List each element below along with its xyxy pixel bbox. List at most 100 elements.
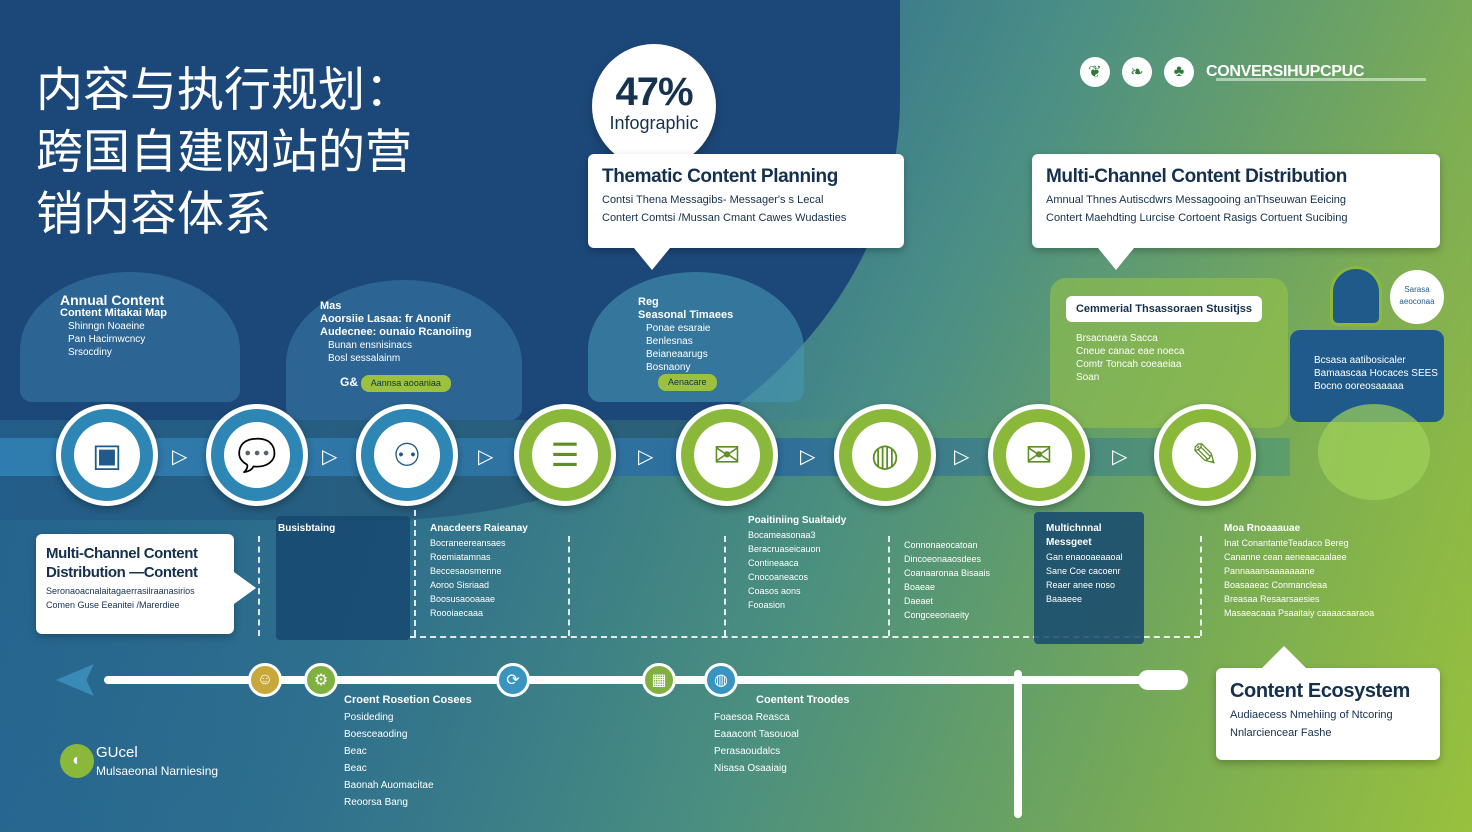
timeline-node-8[interactable]: ✎ (1154, 404, 1256, 506)
main-title: 内容与执行规划： 跨国自建网站的营 销内容体系 (36, 60, 496, 246)
arrow-right-icon: ▷ (954, 446, 970, 468)
right-panel-item: Bcsasa aatibosicaler (1314, 355, 1406, 366)
audience-tag: G& (340, 375, 358, 389)
globe-hands-icon (1318, 404, 1430, 500)
lower-column-dark (1034, 512, 1144, 644)
multichannel-distribution-card: Multi-Channel Content Distribution Amnua… (1032, 154, 1440, 270)
timeline-node-4[interactable]: ☰ (514, 404, 616, 506)
lower-col-6-item: Masaeacaaa Psaaitaiy caaaacaaraoa (1224, 608, 1375, 618)
message-icon: ✉ (694, 422, 760, 488)
multichannel-left-line: Seronaoacnalaitagaerrasilraanasirios (46, 586, 195, 596)
annual-item: Shinngn Noaeine (68, 321, 145, 332)
timeline-node-5[interactable]: ✉ (676, 404, 778, 506)
lower-col-5-item: Sane Coe cacoenr (1046, 566, 1121, 576)
dashed-baseline (410, 636, 1200, 638)
lower-col-2-item: Bocraneereansaes (430, 538, 506, 548)
lower-col-4-item: Boaeae (904, 582, 936, 592)
lower-col-2-title: Anacdeers Raieanay (430, 523, 528, 534)
dashed-connector (1200, 536, 1202, 636)
sprout-icon: ♣ (1164, 57, 1194, 87)
arrow-right-icon: ▷ (1112, 446, 1128, 468)
arrow-right-icon: ▷ (322, 446, 338, 468)
conversion-tag: Cemmerial Thsassoraen Stusitjss (1066, 296, 1262, 322)
stat-bubble: 47% Infographic (592, 44, 716, 168)
thematic-card-line: Contsi Thena Messagibs- Messager's s Lec… (602, 194, 824, 206)
network-icon[interactable]: ⚙ (304, 663, 338, 697)
lower-col-6-item: Breasaa Resaarsaesies (1224, 594, 1320, 604)
chat-icon[interactable]: ☺ (248, 663, 282, 697)
stat-label: Infographic (609, 113, 699, 133)
timeline-node-7[interactable]: ✉ (988, 404, 1090, 506)
edit-icon: ✎ (1172, 422, 1238, 488)
stat-value: 47% (615, 70, 693, 114)
bottom-col-a-item: Posideding (344, 712, 394, 723)
globe-icon[interactable]: ◍ (704, 663, 738, 697)
multichannel-left-line: Comen Guse Eeanitei /Marerdiee (46, 600, 180, 610)
timeline-node-1[interactable]: ▣ (56, 404, 158, 506)
audience-subtitle-2: Audecnee: ounaio Rcanoiing (320, 326, 472, 338)
multichannel-left-title: Multi-Channel Content (46, 545, 198, 562)
conversion-item: Brsacnaera Sacca (1076, 333, 1158, 344)
brand-logo-text: CONVERSIHUPCPUC (1206, 63, 1365, 80)
audience-title: Mas (320, 300, 342, 312)
conversion-item: Soan (1076, 372, 1100, 383)
profile-badge: Sarasa aeoconaa (1390, 270, 1444, 324)
annual-content-subtitle: Content Mitakai Map (60, 307, 167, 319)
thematic-card-line: Contert Comtsi /Mussan Cmant Cawes Wudas… (602, 212, 847, 224)
lower-column-dark (276, 516, 410, 640)
lower-col-3-title: Poaitiniing Suaitaidy (748, 515, 847, 526)
timeline-node-3[interactable]: ⚇ (356, 404, 458, 506)
annual-content-cloud: Annual Content Content Mitakai Map Shinn… (20, 272, 240, 402)
globe-icon: ◍ (852, 422, 918, 488)
arrow-right-icon: ▷ (172, 446, 188, 468)
lower-col-3-item: Coasos aons (748, 586, 801, 596)
campaign-title: Reg (638, 296, 659, 308)
right-panel-item: Bocno ooreosaaaaa (1314, 381, 1404, 392)
lower-col-6-item: Pannaaansaaaaaaane (1224, 566, 1315, 576)
global-label: GUcel Mulsaeonal Narniesing (96, 744, 218, 780)
content-ecosystem-card: Content Ecosystem Audiaecess Nmehiing of… (1216, 646, 1440, 760)
global-label-line-2: Mulsaeonal Narniesing (96, 764, 219, 778)
campaign-item: Beianeaarugs (646, 349, 708, 360)
lower-col-3-item: Fooasion (748, 600, 786, 610)
cube-icon: ▣ (74, 422, 140, 488)
lower-col-3: Poaitiniing Suaitaidy Bocameasonaa3 Bera… (748, 514, 846, 612)
dashed-connector (724, 536, 726, 636)
ecosystem-card-line: Nnlarciencear Fashe (1230, 727, 1332, 739)
lower-col-2-item: Boosusaooaaae (430, 594, 496, 604)
timeline-node-2[interactable]: 💬 (206, 404, 308, 506)
bottom-col-b: Coentent Troodes Foaesoa Reasca Eaaacont… (714, 692, 850, 777)
main-title-line-3: 销内容体系 (36, 187, 271, 242)
people-group-icon: ⚇ (374, 422, 440, 488)
lower-col-5-item: Gan enaooaeaaoal (1046, 552, 1123, 562)
dashed-connector (568, 536, 570, 636)
bottom-col-a-item: Beac (344, 763, 367, 774)
share-icon[interactable]: ⟳ (496, 663, 530, 697)
lower-col-3-item: Contineaaca (748, 558, 799, 568)
lower-col-4-item: Coanaaronaa Bisaais (904, 568, 991, 578)
lower-col-6-title: Moa Rnoaaauae (1224, 523, 1301, 534)
multichannel-card-line: Contert Maehdting Lurcise Cortoent Rasig… (1046, 212, 1348, 224)
lower-col-6-item: Boasaaeac Conmancleaa (1224, 580, 1328, 590)
rail-end-cap (1138, 670, 1188, 690)
lower-col-2: Anacdeers Raieanay Bocraneereansaes Roem… (430, 522, 528, 620)
lower-col-5-title: Multichnnal Messgeet (1046, 523, 1102, 548)
lower-col-4-item: Connonaeocatoan (904, 540, 978, 550)
image-icon[interactable]: ▦ (642, 663, 676, 697)
audience-subtitle: Aoorsiie Lasaa: fr Anonif (320, 313, 451, 325)
conversion-item: Cneue canac eae noeca (1076, 346, 1185, 357)
rail-post (1014, 670, 1022, 818)
campaign-item: Benlesnas (646, 336, 693, 347)
global-label-line-1: GUcel (96, 744, 138, 761)
audience-cloud: Mas Aoorsiie Lasaa: fr Anonif Audecnee: … (286, 280, 522, 420)
bottom-col-b-title: Coentent Troodes (756, 694, 850, 706)
lower-col-6-item: Inat ConantanteTeadaco Bereg (1224, 538, 1349, 548)
lower-col-3-item: Bocameasonaa3 (748, 530, 816, 540)
lower-col-6-item: Cananne cean aeneaacaalaee (1224, 552, 1347, 562)
multichannel-card-title: Multi-Channel Content Distribution (1046, 166, 1347, 187)
timeline-node-6[interactable]: ◍ (834, 404, 936, 506)
document-list-icon: ☰ (532, 422, 598, 488)
bottom-col-b-item: Eaaacont Tasouoal (714, 729, 799, 740)
lower-col-5-item: Baaaeee (1046, 594, 1083, 604)
bottom-col-a-item: Baonah Auomacitae (344, 780, 434, 791)
